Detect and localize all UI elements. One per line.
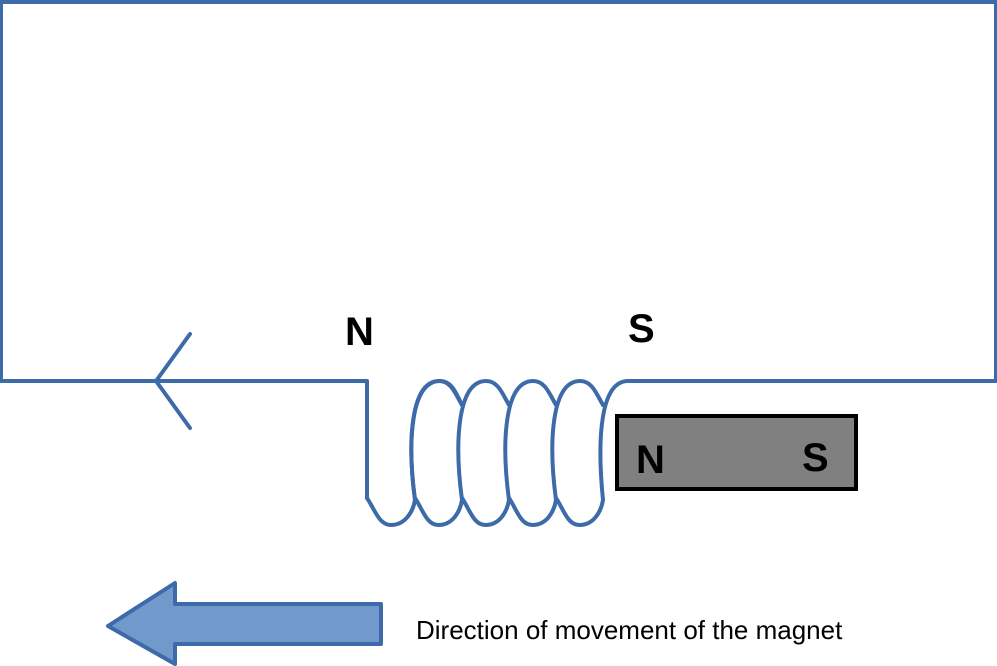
coil-bottom-turn <box>413 496 464 527</box>
magnet-south-label: S <box>802 436 829 480</box>
coil-south-label: S <box>628 307 655 351</box>
magnet-north-label: N <box>636 438 665 482</box>
coil-bottom-turn <box>507 496 558 527</box>
coil-bottom-turn <box>460 496 511 527</box>
coil-front-turn <box>550 379 605 502</box>
coil-north-label: N <box>345 310 374 354</box>
circuit-wire <box>0 0 997 500</box>
movement-direction-arrow-icon <box>106 581 383 666</box>
coil-front-turn <box>456 379 511 502</box>
current-direction-arrowhead-icon <box>154 332 192 430</box>
coil-front-turn <box>409 379 464 502</box>
coil-bottom-turn <box>365 496 417 527</box>
coil-front-turn <box>598 379 630 502</box>
coil <box>365 379 630 527</box>
coil-bottom-turn <box>554 496 605 527</box>
caption: Direction of movement of the magnet <box>416 615 843 645</box>
bar-magnet <box>615 414 858 491</box>
coil-front-turn <box>503 379 558 502</box>
